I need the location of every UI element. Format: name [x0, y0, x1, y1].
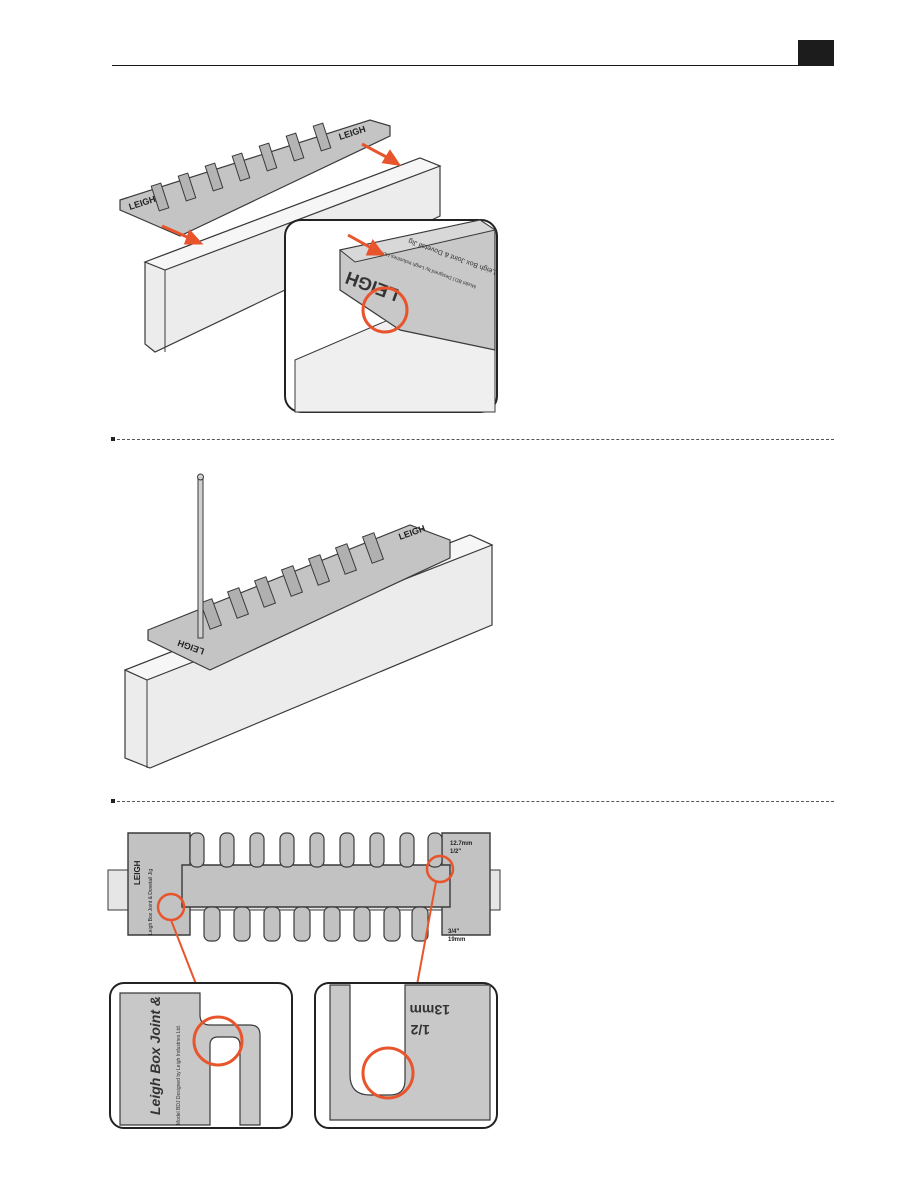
section-divider-2: [111, 799, 834, 803]
figure-2-jig-with-rod: LEIGH LEIGH: [110, 470, 510, 780]
svg-text:1/2": 1/2": [450, 849, 461, 855]
highlight-circle: [361, 286, 409, 334]
figure-3-illustration: LEIGH Leigh Box Joint & Dovetail Jig 12.…: [107, 832, 501, 1129]
svg-text:Leigh Box Joint &: Leigh Box Joint &: [147, 996, 163, 1115]
svg-text:Model BDJ Designed by Leigh In: Model BDJ Designed by Leigh Industries L…: [176, 1025, 182, 1125]
zoom-left: Leigh Box Joint & Model BDJ Designed by …: [109, 982, 293, 1129]
svg-text:1/2: 1/2: [410, 1022, 430, 1038]
zoom-right: 13mm 1/2: [314, 982, 498, 1129]
section-divider-1: [111, 437, 834, 441]
svg-text:19mm: 19mm: [448, 937, 465, 943]
svg-text:LEIGH: LEIGH: [133, 860, 142, 885]
highlight-circle-right: [425, 854, 455, 884]
steel-rod: [197, 473, 204, 639]
svg-text:3/4": 3/4": [448, 929, 459, 935]
zoom-highlight-left: [192, 1015, 244, 1067]
page-number-tab: [798, 40, 834, 66]
svg-text:13mm: 13mm: [410, 1002, 450, 1018]
figure-1-illustration: LEIGH LEIGH LEIGH Leigh Box Joint & Dove…: [119, 119, 498, 413]
header-rule: [112, 65, 834, 66]
jig-top: [127, 832, 491, 936]
arrow-right-end: [361, 142, 402, 166]
jig-fingers: [199, 532, 385, 630]
arrow-left-end: [161, 224, 204, 245]
svg-text:Leigh Box Joint & Dovetail Jig: Leigh Box Joint & Dovetail Jig: [148, 869, 154, 935]
zoom-highlight-right: [361, 1046, 415, 1100]
figure-2-illustration: LEIGH LEIGH: [123, 473, 494, 769]
arrow-detail: [347, 233, 385, 256]
svg-text:12.7mm: 12.7mm: [450, 841, 472, 847]
figure-3-top-view: LEIGH Leigh Box Joint & Dovetail Jig 12.…: [100, 825, 505, 1135]
jig-fingers: [150, 122, 332, 212]
figure-1-jig-on-board: LEIGH LEIGH LEIGH Leigh Box Joint & Dove…: [100, 100, 520, 420]
jig-fingers-top: [189, 832, 443, 942]
detail-callout: LEIGH Leigh Box Joint & Dovetail Jig Mod…: [284, 219, 498, 413]
